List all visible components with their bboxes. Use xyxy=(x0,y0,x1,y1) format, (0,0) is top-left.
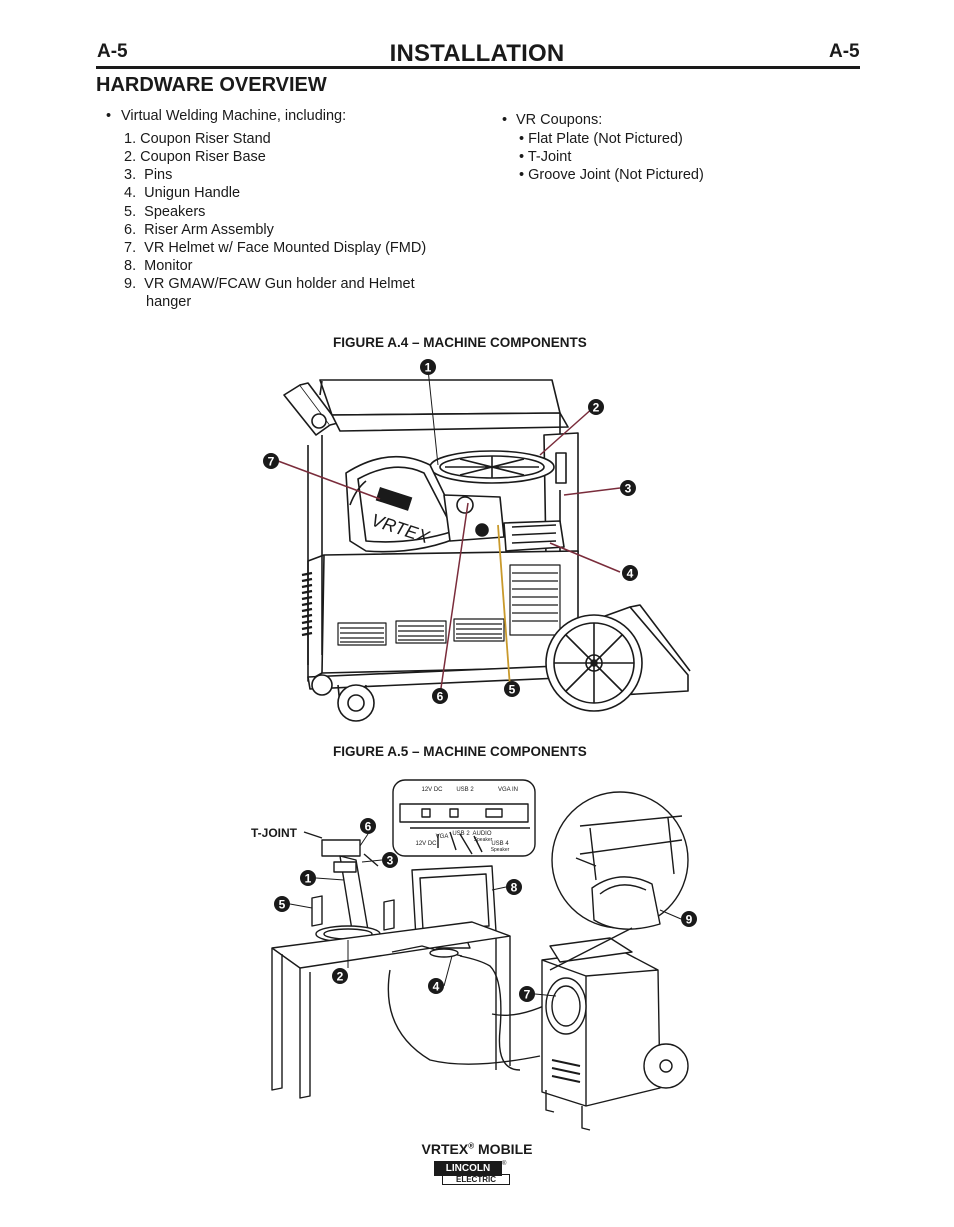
list-item-num: 8. xyxy=(124,258,137,274)
list-bullet: • xyxy=(502,112,508,128)
list-item-label: Pins xyxy=(144,167,173,183)
callout-4: 4 xyxy=(627,567,634,581)
list-item-label: VR Helmet w/ Face Mounted Display (FMD) xyxy=(144,240,427,256)
panel-label-12vdc: 12V DC xyxy=(421,787,443,793)
list-item: 9. VR GMAW/FCAW Gun holder and Helmet xyxy=(124,275,415,293)
panel-label-vga-in: VGA IN xyxy=(498,787,518,793)
list-item: 8. Monitor xyxy=(124,257,193,275)
figure-a4-caption: FIGURE A.4 – MACHINE COMPONENTS xyxy=(333,335,587,350)
a5-callout-9: 9 xyxy=(686,913,693,927)
a5-callout-4: 4 xyxy=(433,980,440,994)
page-number-left: A-5 xyxy=(97,41,128,62)
list-item-label: VR GMAW/FCAW Gun holder and Helmet xyxy=(144,276,415,292)
coupons-intro: VR Coupons: xyxy=(516,112,603,128)
list-item-label: Unigun Handle xyxy=(144,185,241,201)
a5-callout-5: 5 xyxy=(279,898,286,912)
list-item-num: 3. xyxy=(124,167,137,183)
list-item-label: Riser Arm Assembly xyxy=(144,222,274,238)
a5-callout-1: 1 xyxy=(305,872,312,886)
list-item: 4. Unigun Handle xyxy=(124,184,240,202)
list-item: 3. Pins xyxy=(124,166,172,184)
list-bullet: • xyxy=(106,108,112,124)
list-item-label: Speakers xyxy=(144,204,206,220)
panel-label-usb2: USB 2 xyxy=(456,787,474,793)
coupon-item-label: Groove Joint (Not Pictured) xyxy=(528,167,704,183)
list-item-num: 7. xyxy=(124,240,137,256)
helmet-logo-badge xyxy=(375,487,413,511)
callout-1: 1 xyxy=(425,361,432,375)
lincoln-electric-logo: LINCOLN ELECTRIC ® xyxy=(434,1161,510,1185)
a5-callout-2: 2 xyxy=(337,970,344,984)
section-title: HARDWARE OVERVIEW xyxy=(96,74,327,96)
callout-6: 6 xyxy=(437,690,444,704)
list-item: 1. Coupon Riser Stand xyxy=(124,130,271,148)
list-item-label: Monitor xyxy=(144,258,193,274)
list-item-label: Coupon Riser Base xyxy=(140,149,266,165)
coupon-item: • Groove Joint (Not Pictured) xyxy=(519,167,704,183)
figure-a5-caption: FIGURE A.5 – MACHINE COMPONENTS xyxy=(333,744,587,759)
coupon-item: • Flat Plate (Not Pictured) xyxy=(519,131,683,147)
callout-3: 3 xyxy=(625,482,632,496)
logo-bottom-text: ELECTRIC xyxy=(442,1174,510,1185)
tjoint-label: T-JOINT xyxy=(251,826,298,840)
list-item-num: 1. xyxy=(124,131,137,147)
callout-2: 2 xyxy=(593,401,600,415)
list-item: 5. Speakers xyxy=(124,203,205,221)
cable-label-12vdc: 12V DC xyxy=(415,841,437,847)
a5-callout-3: 3 xyxy=(387,854,394,868)
list-item-continuation: hanger xyxy=(146,294,192,310)
list-item-num: 9. xyxy=(124,276,137,292)
list-item-num: 4. xyxy=(124,185,137,201)
a5-callout-6: 6 xyxy=(365,820,372,834)
figure-a4-machine-illustration: VRTEX 1 2 3 4 5 6 7 xyxy=(263,359,691,722)
model-name: VRTEX xyxy=(421,1141,469,1157)
a5-callout-8: 8 xyxy=(511,881,518,895)
figure-a5-station-illustration: 12V DC USB 2 VGA IN VGA USB 2 AUDIO 12V … xyxy=(271,779,697,1131)
coupon-item-label: Flat Plate (Not Pictured) xyxy=(528,131,683,147)
logo-registered-mark: ® xyxy=(502,1161,507,1167)
header-rule xyxy=(96,66,860,69)
callout-7: 7 xyxy=(268,455,275,469)
logo-top-text: LINCOLN xyxy=(434,1161,502,1176)
callout-5: 5 xyxy=(509,683,516,697)
cable-label-audio: AUDIO xyxy=(472,831,491,837)
page-title: INSTALLATION xyxy=(389,40,565,67)
page-number-right: A-5 xyxy=(829,41,860,62)
cable-label-speaker: Speaker xyxy=(491,847,510,853)
list-item: 2. Coupon Riser Base xyxy=(124,148,266,166)
list-item-num: 5. xyxy=(124,204,137,220)
registered-mark: ® xyxy=(468,1141,475,1151)
list-item: 7. VR Helmet w/ Face Mounted Display (FM… xyxy=(124,239,426,257)
model-suffix: MOBILE xyxy=(474,1141,533,1157)
list-item-num: 6. xyxy=(124,222,137,238)
list-item: 6. Riser Arm Assembly xyxy=(124,221,274,239)
list-intro: Virtual Welding Machine, including: xyxy=(121,108,347,124)
cable-label-usb4: USB 4 xyxy=(491,841,509,847)
a5-callout-7: 7 xyxy=(524,988,531,1002)
list-item-label: Coupon Riser Stand xyxy=(140,131,271,147)
coupon-item-label: T-Joint xyxy=(527,149,572,165)
footer-model-name: VRTEX® MOBILE xyxy=(0,1141,954,1157)
cable-label-usb2: USB 2 xyxy=(452,831,470,837)
cable-label-vga: VGA xyxy=(436,834,449,840)
cable-label-speaker: Speaker xyxy=(474,837,493,843)
list-item-num: 2. xyxy=(124,149,137,165)
coupon-item: • T-Joint xyxy=(519,149,572,165)
